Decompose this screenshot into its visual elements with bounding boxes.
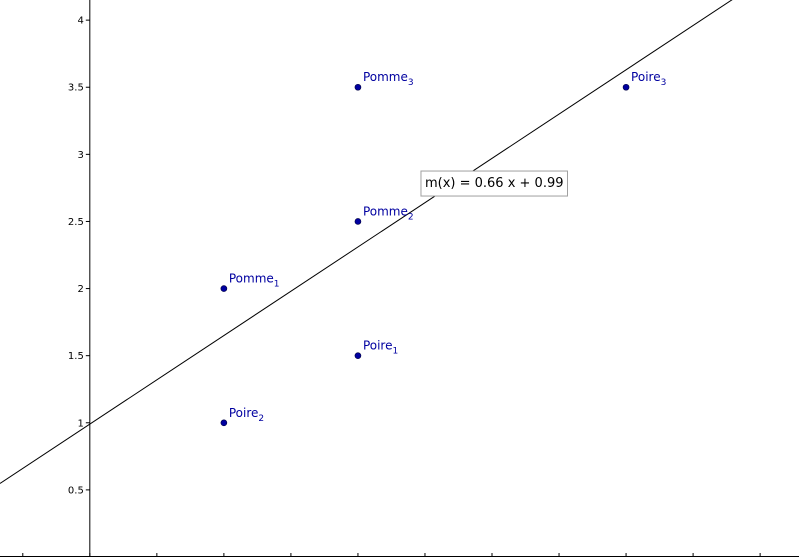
point-label-pomme-2: Pomme2 xyxy=(363,204,414,222)
point-label-subscript: 2 xyxy=(258,414,264,424)
point-pomme-3[interactable] xyxy=(354,83,362,91)
point-label-base: Poire xyxy=(631,70,661,84)
point-pomme-2[interactable] xyxy=(354,218,362,225)
y-tick-label: 0.5 xyxy=(68,485,84,496)
point-label-subscript: 3 xyxy=(408,78,414,88)
y-tick-label: 2.5 xyxy=(68,217,84,228)
equation-box[interactable] xyxy=(420,170,569,197)
y-tick-label: 3.5 xyxy=(68,83,84,94)
y-tick-label: 4 xyxy=(77,16,83,27)
point-label-pomme-1: Pomme1 xyxy=(229,272,280,290)
y-tick-label: 1.5 xyxy=(68,351,84,362)
y-tick-label: 1 xyxy=(77,418,83,429)
equation-layer: m(x) = 0.66 x + 0.99 xyxy=(420,170,569,197)
point-poire-3[interactable] xyxy=(622,83,630,91)
point-label-pomme-3: Pomme3 xyxy=(363,70,414,88)
equation-label: m(x) = 0.66 x + 0.99 xyxy=(425,176,564,191)
point-label-base: Pomme xyxy=(229,272,274,286)
point-label-poire-2: Poire2 xyxy=(229,406,264,424)
point-label-base: Pomme xyxy=(363,204,408,218)
point-label-subscript: 1 xyxy=(274,280,280,290)
point-pomme-1[interactable] xyxy=(220,285,228,292)
y-tick-label: 3 xyxy=(77,150,83,161)
regression-line-layer xyxy=(0,0,799,484)
point-label-subscript: 1 xyxy=(392,347,398,357)
point-poire-2[interactable] xyxy=(220,419,228,427)
point-label-subscript: 2 xyxy=(408,212,414,222)
point-label-poire-1: Poire1 xyxy=(363,339,398,357)
regression-line[interactable] xyxy=(0,0,799,484)
point-label-base: Pomme xyxy=(363,70,408,84)
y-tick-label: 2 xyxy=(77,284,83,295)
point-label-base: Poire xyxy=(229,406,259,420)
point-label-poire-3: Poire3 xyxy=(631,70,666,88)
point-label-base: Poire xyxy=(363,339,393,353)
point-label-subscript: 3 xyxy=(661,78,667,88)
point-poire-1[interactable] xyxy=(354,352,362,359)
